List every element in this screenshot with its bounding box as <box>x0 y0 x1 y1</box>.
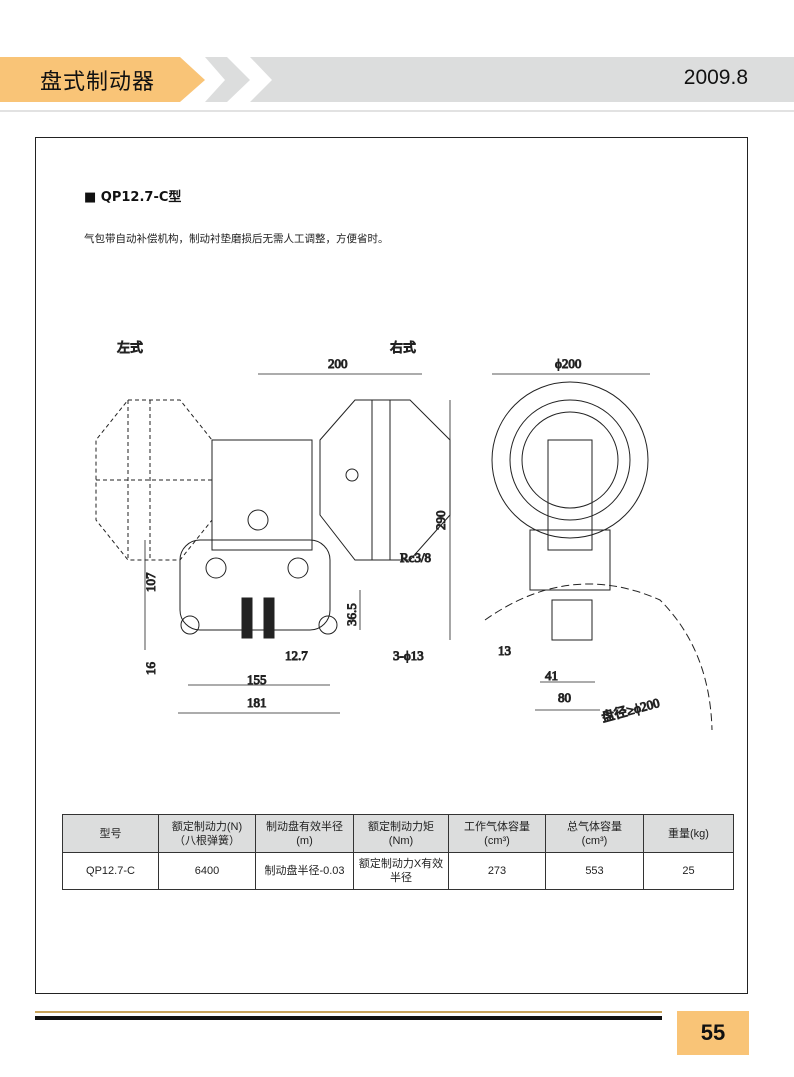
cell-torque: 额定制动力X有效半径 <box>353 852 449 890</box>
dim-phi200: ϕ200 <box>555 356 581 371</box>
chevron-decor <box>205 57 250 102</box>
title-tab <box>0 57 205 102</box>
dim-16: 16 <box>143 662 158 676</box>
table-header-row: 型号 额定制动力(N)（八根弹簧） 制动盘有效半径(m) 额定制动力矩(Nm) … <box>62 814 734 853</box>
cell-total-gas: 553 <box>545 852 644 890</box>
header-banner <box>0 57 794 102</box>
dim-holes: 3-ϕ13 <box>393 648 424 663</box>
col-weight: 重量(kg) <box>643 814 734 853</box>
cell-force: 6400 <box>158 852 256 890</box>
dim-41: 41 <box>545 668 558 683</box>
cell-radius: 制动盘半径-0.03 <box>255 852 354 890</box>
right-style-chamber <box>319 399 451 561</box>
dim-181: 181 <box>247 695 267 710</box>
dim-200: 200 <box>328 356 348 371</box>
side-view <box>484 381 713 731</box>
table-row: QP12.7-C 6400 制动盘半径-0.03 额定制动力X有效半径 273 … <box>62 852 734 890</box>
col-model: 型号 <box>62 814 159 853</box>
dimension-lines <box>144 373 650 714</box>
content-frame <box>35 137 748 994</box>
dim-80: 80 <box>558 690 571 705</box>
section-title: 盘式制动器 <box>40 70 156 95</box>
technical-drawing: 左式 右式 200 ϕ200 290 Rc3/8 107 36.5 16 12.… <box>95 340 713 731</box>
dim-right-style: 右式 <box>390 340 416 355</box>
dim-155: 155 <box>247 672 267 687</box>
dim-rc: Rc3/8 <box>400 550 431 565</box>
dim-disc: 盘径≥ϕ200 <box>600 695 661 725</box>
col-work-gas: 工作气体容量(cm³) <box>448 814 546 853</box>
caliper-body <box>179 539 331 631</box>
model-heading: ■ QP12.7-C型 <box>84 190 182 205</box>
header-bar <box>250 57 794 102</box>
col-torque: 额定制动力矩(Nm) <box>353 814 449 853</box>
cell-work-gas: 273 <box>448 852 546 890</box>
dim-left-style: 左式 <box>117 340 143 355</box>
cell-model: QP12.7-C <box>62 852 159 890</box>
edition-date: 2009.8 <box>683 66 748 89</box>
footer-black-line <box>35 1016 662 1020</box>
left-style-outline <box>95 399 213 561</box>
dim-12-7: 12.7 <box>285 648 308 663</box>
dim-36-5: 36.5 <box>344 603 359 626</box>
cell-weight: 25 <box>643 852 734 890</box>
col-radius: 制动盘有效半径(m) <box>255 814 354 853</box>
footer-gold-line <box>35 1011 662 1013</box>
page-number: 55 <box>677 1011 749 1055</box>
dim-290: 290 <box>433 511 448 531</box>
spec-table: 型号 额定制动力(N)（八根弹簧） 制动盘有效半径(m) 额定制动力矩(Nm) … <box>62 814 734 890</box>
product-description: 气包带自动补偿机构，制动衬垫磨损后无需人工调整，方便省时。 <box>84 233 389 245</box>
dim-13: 13 <box>498 643 511 658</box>
header-divider <box>0 110 794 112</box>
col-total-gas: 总气体容量(cm³) <box>545 814 644 853</box>
dim-107: 107 <box>143 572 158 592</box>
col-force: 额定制动力(N)（八根弹簧） <box>158 814 256 853</box>
